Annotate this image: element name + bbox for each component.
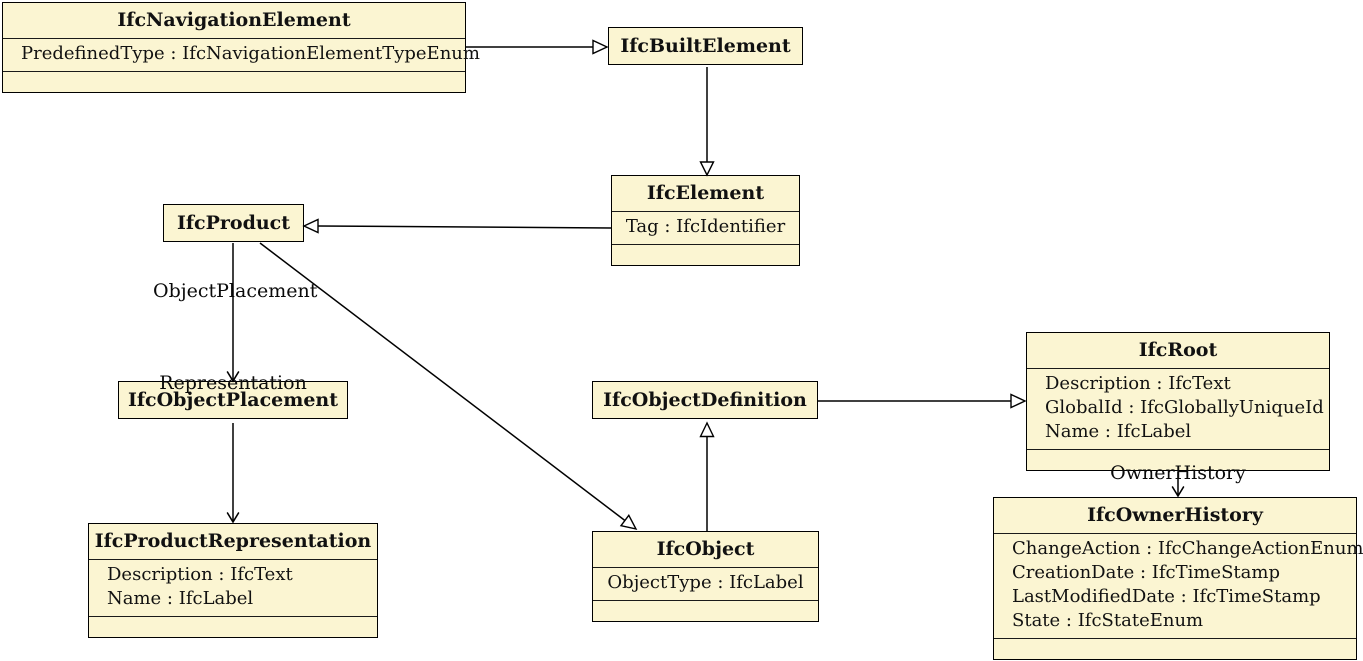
- class-empty-compartment: [89, 616, 377, 637]
- generalization-ifcobjectdefinition-to-ifcroot: [817, 393, 1027, 409]
- generalization-ifcobject-to-ifcobjectdefinition: [699, 421, 715, 531]
- class-ifcelement: IfcElement Tag : IfcIdentifier: [611, 175, 800, 266]
- attribute-row: Description : IfcText: [1045, 373, 1231, 394]
- attribute-row: Name : IfcLabel: [1045, 421, 1192, 442]
- attribute-row: PredefinedType : IfcNavigationElementTyp…: [21, 43, 480, 64]
- hollow-triangle-arrowhead: [302, 218, 319, 234]
- attribute-row: Description : IfcText: [107, 564, 293, 585]
- class-title: IfcObjectDefinition: [603, 389, 807, 411]
- attribute-row: GlobalId : IfcGloballyUniqueId: [1045, 397, 1324, 418]
- class-attributes-compartment: ChangeAction : IfcChangeActionEnum Creat…: [994, 533, 1363, 638]
- edge-label-representation: Representation: [159, 372, 307, 394]
- class-empty-compartment: [593, 600, 818, 621]
- attribute-row: ObjectType : IfcLabel: [607, 572, 804, 593]
- class-ifcobject: IfcObject ObjectType : IfcLabel: [592, 531, 819, 622]
- hollow-triangle-arrowhead: [699, 421, 715, 438]
- class-ifcproductrepresentation: IfcProductRepresentation Description : I…: [88, 523, 378, 638]
- attribute-row: CreationDate : IfcTimeStamp: [1012, 562, 1280, 583]
- attribute-row: Tag : IfcIdentifier: [625, 216, 786, 237]
- class-attributes-compartment: Description : IfcText Name : IfcLabel: [89, 559, 377, 616]
- class-ifcroot: IfcRoot Description : IfcText GlobalId :…: [1026, 332, 1330, 471]
- attribute-row: Name : IfcLabel: [107, 588, 254, 609]
- class-attributes-compartment: PredefinedType : IfcNavigationElementTyp…: [3, 38, 480, 71]
- association-ifcproduct-to-ifcproductrepresentation: [226, 423, 240, 524]
- class-empty-compartment: [3, 71, 465, 92]
- generalization-ifcbuiltelement-to-ifcelement: [699, 67, 715, 177]
- class-title: IfcProductRepresentation: [94, 530, 372, 552]
- hollow-triangle-arrowhead: [699, 161, 715, 177]
- class-attributes-compartment: ObjectType : IfcLabel: [593, 567, 818, 600]
- attribute-row: ChangeAction : IfcChangeActionEnum: [1012, 538, 1363, 559]
- hollow-triangle-arrowhead: [592, 39, 609, 55]
- class-title: IfcElement: [646, 182, 765, 204]
- association-ifcproduct-to-ifcobjectplacement: [226, 243, 240, 383]
- open-arrowhead: [1171, 486, 1185, 498]
- class-ifcnavigationelement: IfcNavigationElement PredefinedType : If…: [2, 2, 480, 93]
- class-title: IfcRoot: [1138, 339, 1218, 361]
- generalization-ifcelement-to-ifcproduct: [302, 218, 612, 234]
- hollow-triangle-arrowhead: [619, 513, 638, 531]
- class-title: IfcBuiltElement: [620, 35, 791, 57]
- class-title: IfcNavigationElement: [117, 9, 351, 31]
- class-empty-compartment: [612, 244, 799, 265]
- class-ifcbuiltelement: IfcBuiltElement: [608, 27, 803, 65]
- attribute-row: State : IfcStateEnum: [1012, 610, 1204, 631]
- open-arrowhead: [226, 512, 240, 524]
- edge-label-objectplacement: ObjectPlacement: [153, 280, 318, 302]
- edge-label-ownerhistory: OwnerHistory: [1110, 462, 1246, 484]
- attribute-row: LastModifiedDate : IfcTimeStamp: [1012, 586, 1321, 607]
- class-attributes-compartment: Description : IfcText GlobalId : IfcGlob…: [1027, 368, 1329, 449]
- class-empty-compartment: [1027, 449, 1329, 470]
- class-title: IfcObject: [656, 538, 755, 560]
- class-title: IfcProduct: [176, 212, 291, 234]
- class-ifcobjectdefinition: IfcObjectDefinition: [592, 381, 818, 419]
- class-ifcownerhistory: IfcOwnerHistory ChangeAction : IfcChange…: [993, 497, 1363, 660]
- class-attributes-compartment: Tag : IfcIdentifier: [612, 211, 799, 244]
- hollow-triangle-arrowhead: [1010, 393, 1027, 409]
- class-empty-compartment: [994, 638, 1356, 659]
- class-title: IfcOwnerHistory: [1087, 504, 1263, 526]
- class-ifcproduct: IfcProduct: [163, 204, 304, 242]
- generalization-ifcnavigationelement-to-ifcbuiltelement: [466, 39, 609, 55]
